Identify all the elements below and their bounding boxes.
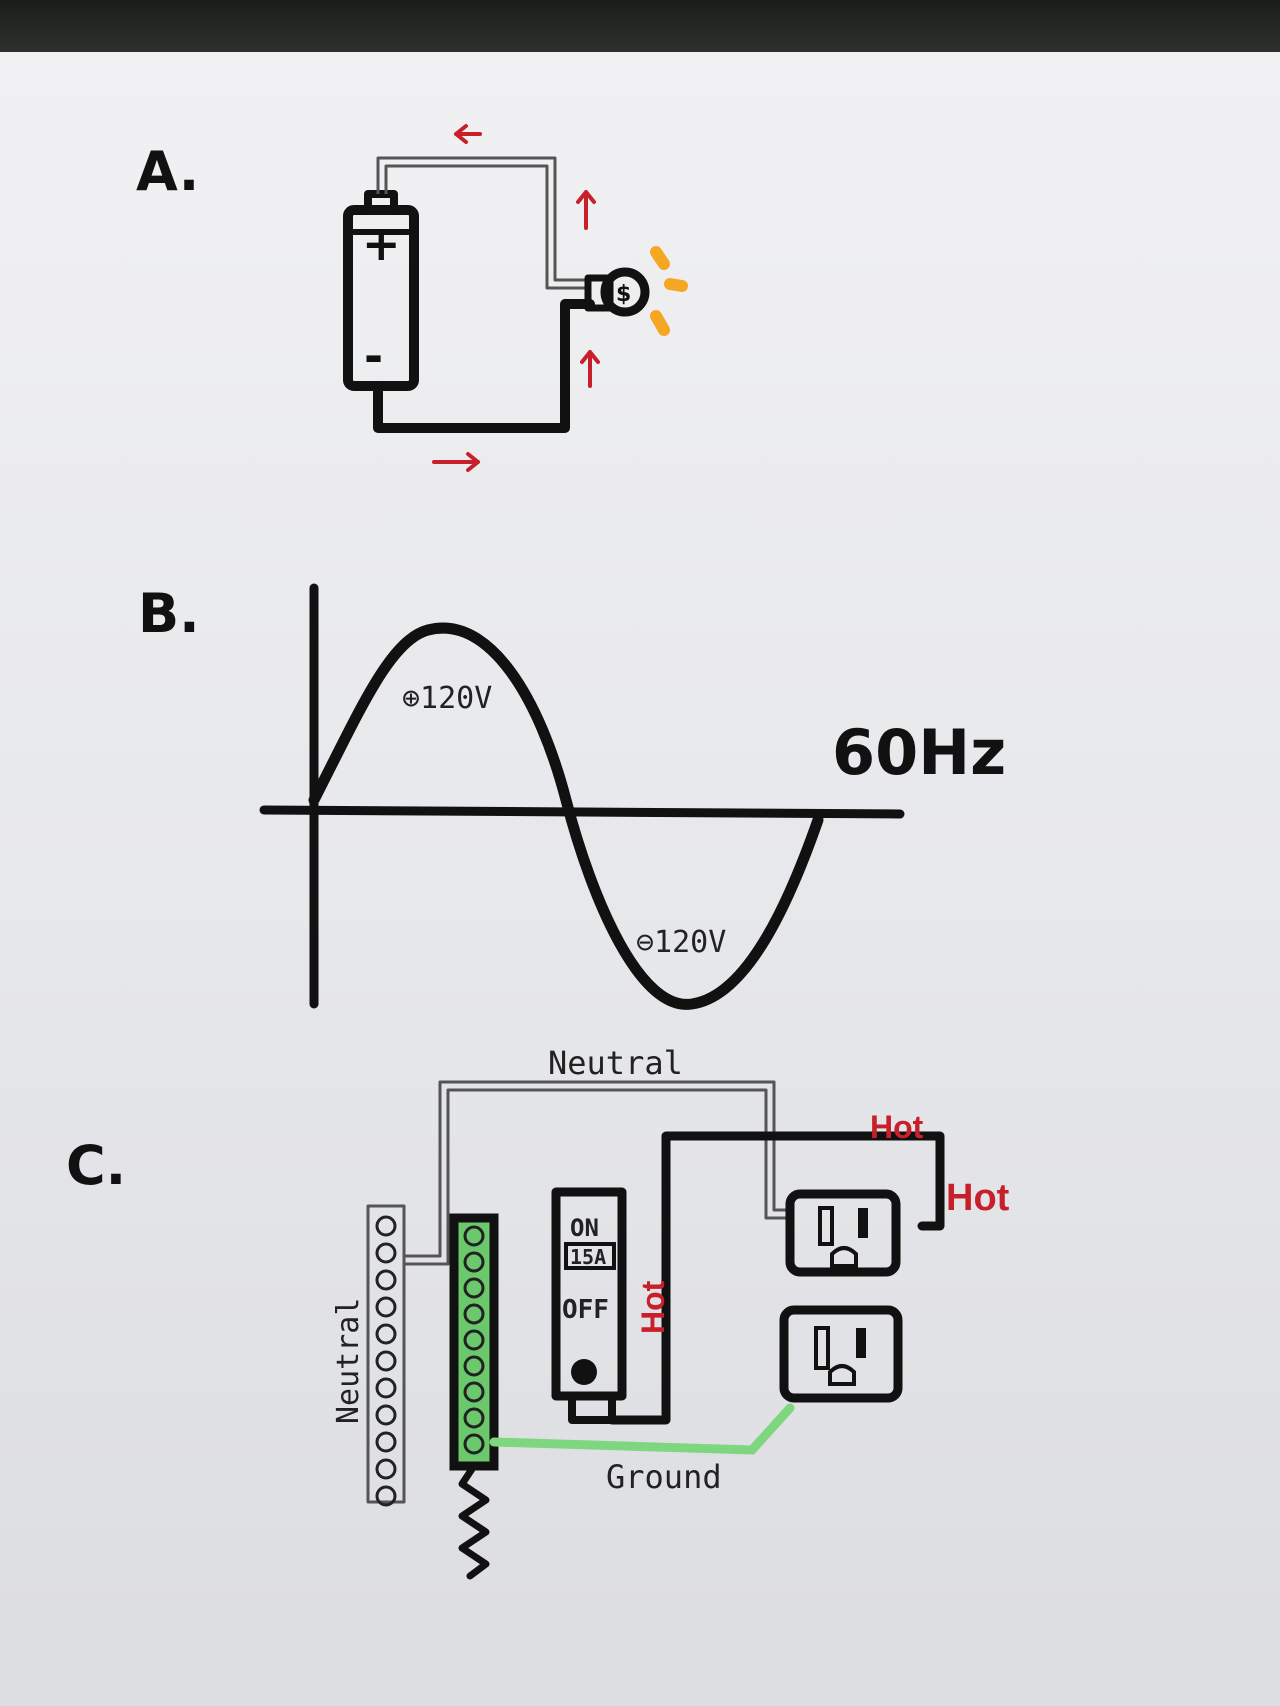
arrow-right-icon [432, 452, 480, 472]
top-wire [376, 156, 590, 282]
bottom-wire [373, 299, 595, 433]
breaker-off-label: OFF [562, 1295, 609, 1325]
section-b: B. ⊕120V ⊖120V 60Hz [138, 582, 1006, 1010]
positive-peak-label: ⊕120V [402, 681, 492, 716]
battery-positive-terminal: + [362, 217, 401, 271]
terminal-screw [375, 1323, 397, 1345]
neutral-wire-inner [404, 1088, 790, 1266]
ground-wire [489, 1403, 795, 1455]
bulb-filament-symbol: $ [616, 282, 631, 307]
terminal-screw [375, 1296, 397, 1318]
breaker-on-label: ON [570, 1214, 599, 1242]
current-direction-arrows [432, 124, 600, 472]
section-a: A. + - $ [136, 124, 688, 472]
battery: + - [343, 190, 419, 391]
terminal-screw [463, 1251, 485, 1273]
terminal-screw [375, 1404, 397, 1426]
section-c: C. Neutral Neutral Ground ON 15A OFF [66, 1044, 1010, 1580]
arrow-up-icon [580, 350, 600, 388]
negative-trough-label: ⊖120V [636, 925, 726, 960]
ground-terminal-screws [463, 1225, 485, 1455]
neutral-top-label: Neutral [548, 1044, 683, 1082]
terminal-screw [375, 1377, 397, 1399]
terminal-screw [463, 1277, 485, 1299]
terminal-screw [375, 1242, 397, 1264]
neutral-bus-bar [366, 1204, 406, 1507]
frequency-label: 60Hz [832, 716, 1006, 789]
arrow-left-icon [454, 124, 482, 144]
terminal-screw [463, 1303, 485, 1325]
top-wire-inner [384, 164, 590, 290]
x-axis [259, 805, 905, 819]
terminal-screw [375, 1458, 397, 1480]
terminal-screw [463, 1355, 485, 1377]
breaker-screw-icon [571, 1359, 597, 1385]
terminal-screw [463, 1329, 485, 1351]
earth-ground-rod [458, 1462, 490, 1580]
terminal-screw [463, 1407, 485, 1429]
hot-top-label: Hot [870, 1109, 924, 1145]
terminal-screw [375, 1485, 397, 1507]
section-a-label: A. [136, 140, 199, 203]
outlet-upper [785, 1189, 901, 1277]
hot-wire [607, 1131, 945, 1425]
battery-negative-terminal: - [364, 329, 383, 383]
circuit-breaker: ON 15A OFF [551, 1187, 627, 1424]
ground-label: Ground [606, 1458, 722, 1496]
light-bulb: $ [584, 246, 688, 336]
hot-breaker-label: Hot [635, 1280, 671, 1334]
hot-right-label: Hot [946, 1177, 1010, 1219]
section-b-label: B. [138, 582, 200, 645]
arrow-up-icon [576, 190, 596, 230]
section-c-label: C. [66, 1134, 126, 1197]
terminal-screw [375, 1350, 397, 1372]
terminal-screw [463, 1433, 485, 1455]
background-surface [0, 0, 1280, 52]
terminal-screw [375, 1431, 397, 1453]
paper-sheet [0, 52, 1280, 1706]
light-rays [650, 246, 688, 336]
breaker-handle [564, 1242, 616, 1270]
terminal-screw [463, 1381, 485, 1403]
neutral-wire [404, 1080, 790, 1258]
neutral-side-label: Neutral [331, 1298, 366, 1424]
ground-bus-bar [449, 1213, 499, 1580]
outlet-lower [779, 1305, 903, 1403]
breaker-rating-label: 15A [570, 1245, 606, 1269]
terminal-screw [375, 1269, 397, 1291]
terminal-screw [375, 1215, 397, 1237]
sine-wave [308, 622, 824, 1010]
neutral-terminal-screws [375, 1215, 397, 1507]
terminal-screw [463, 1225, 485, 1247]
